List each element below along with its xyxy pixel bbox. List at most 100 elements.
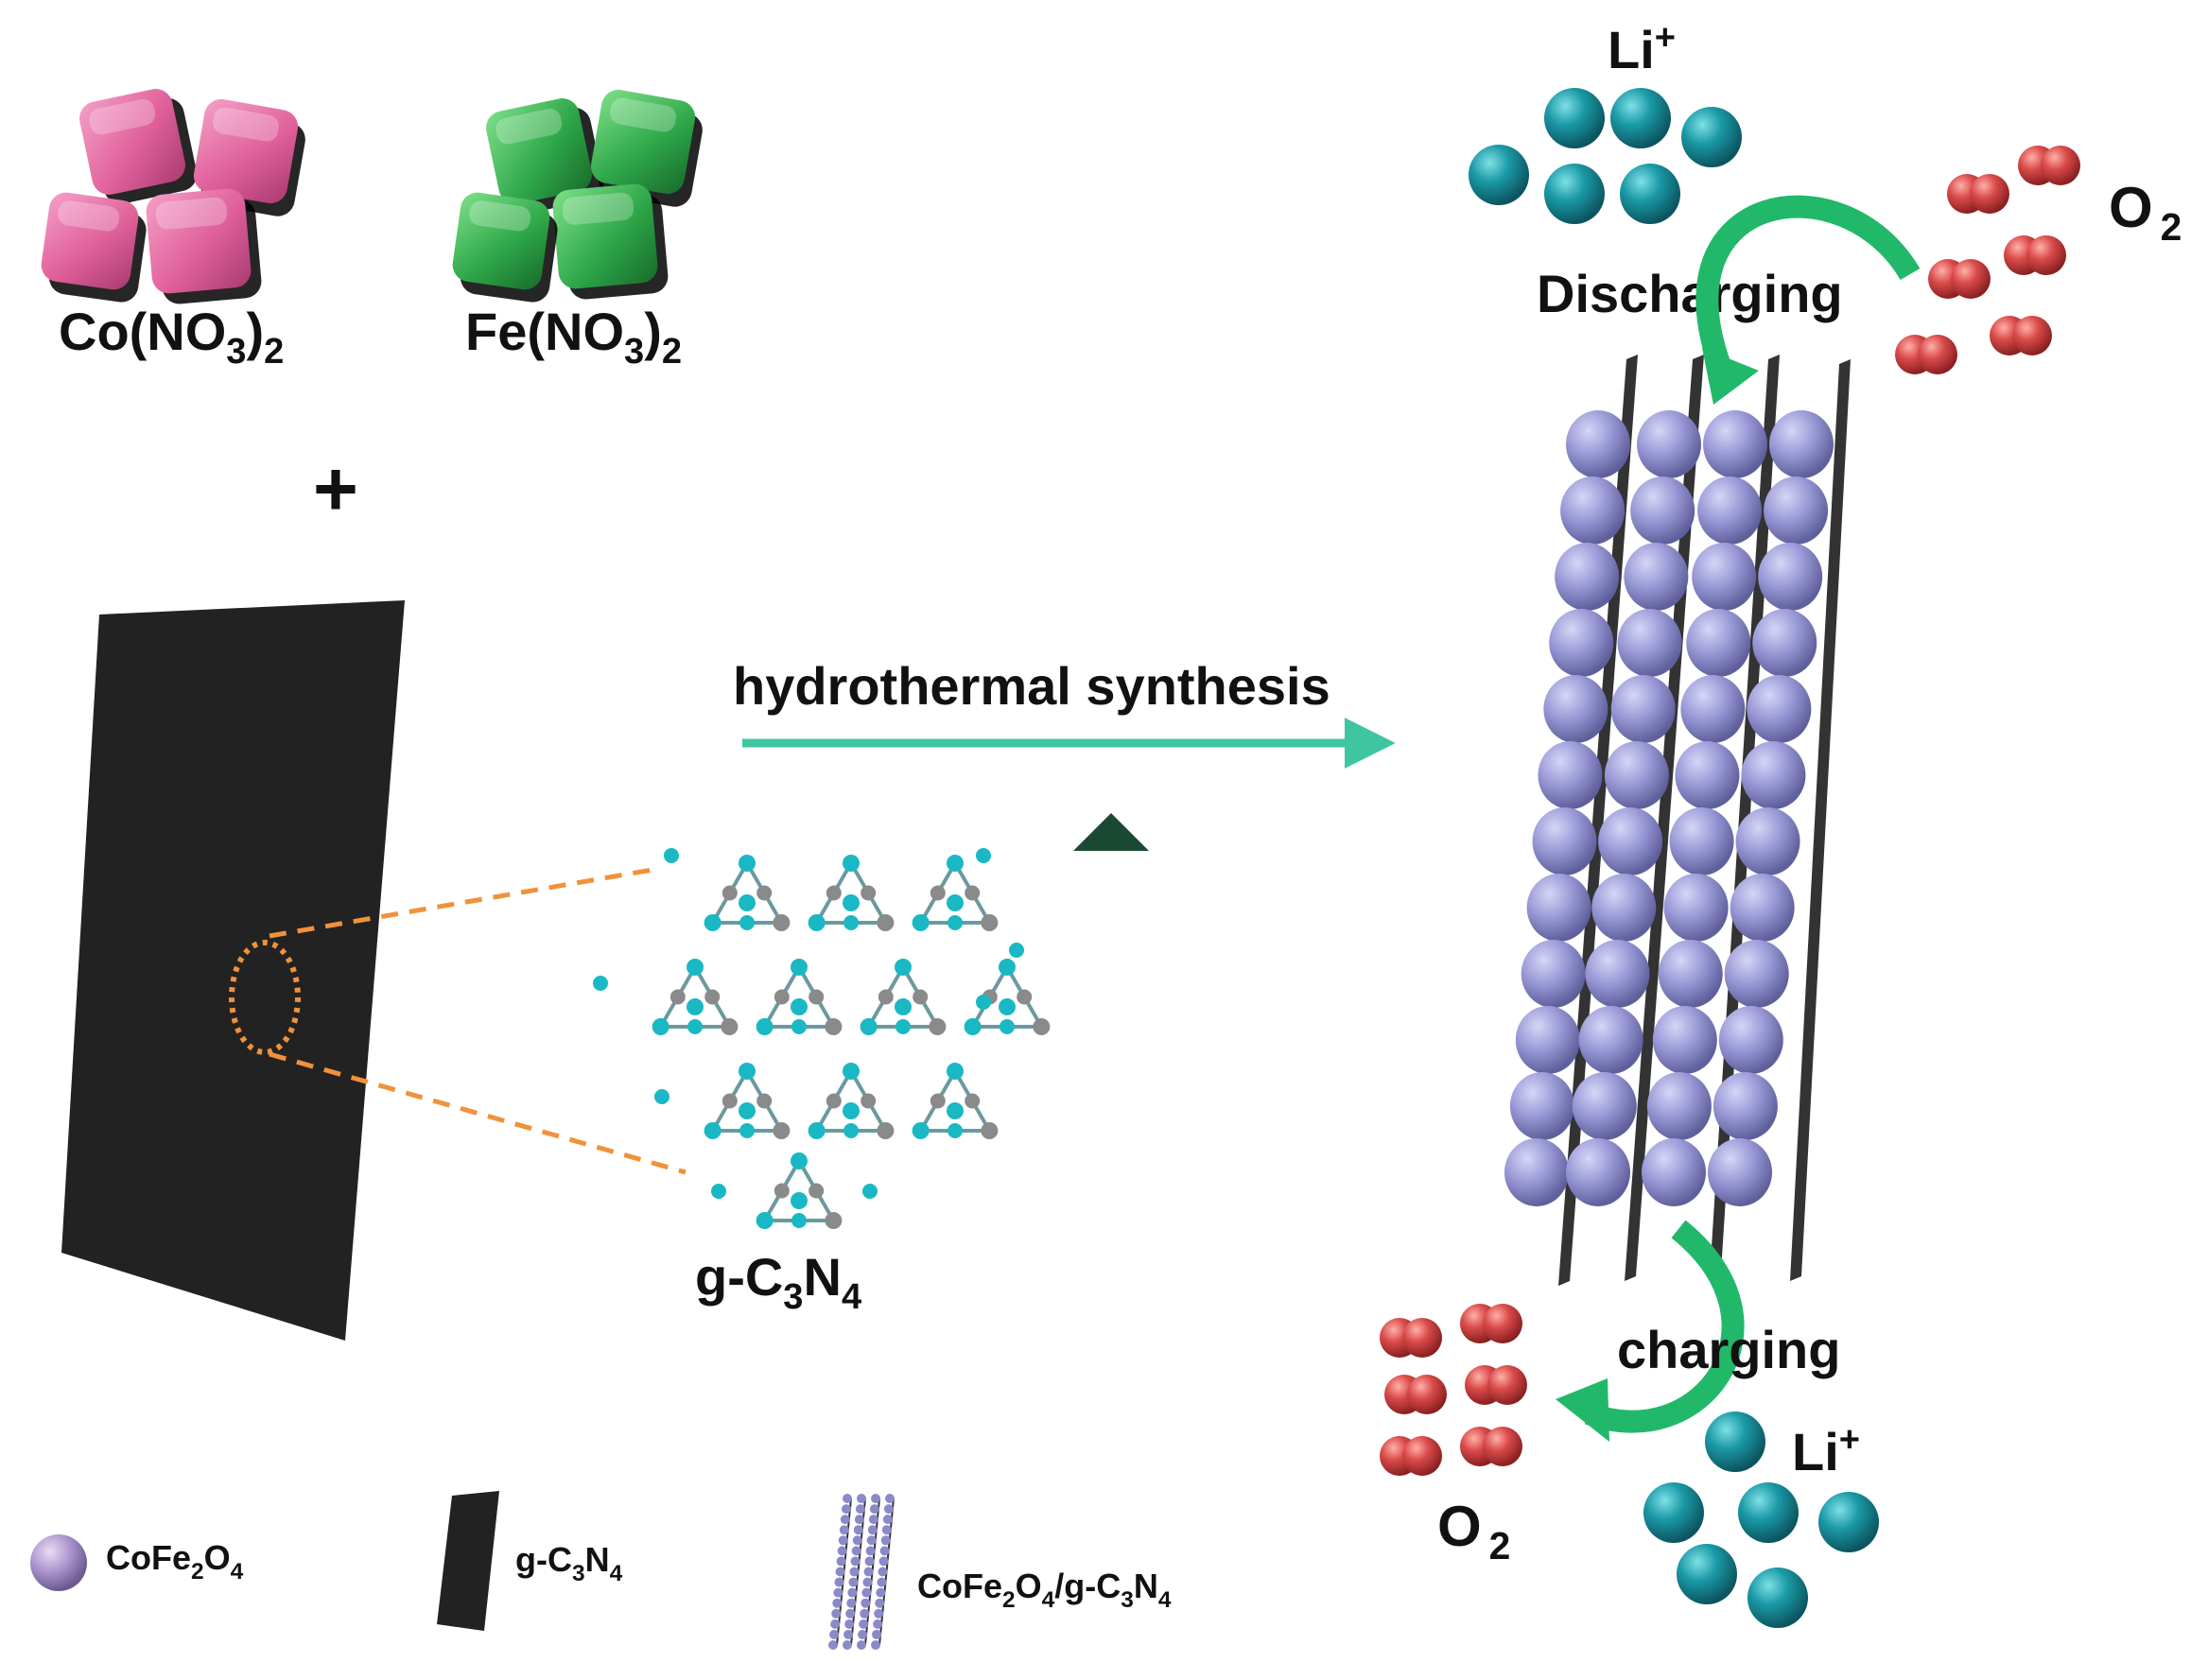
atom	[654, 1089, 669, 1104]
atom	[669, 989, 686, 1005]
atom	[739, 855, 756, 872]
legend-sphere	[849, 1567, 860, 1577]
co-cube	[41, 192, 147, 303]
legend-sphere	[835, 1567, 845, 1577]
legend-sphere	[871, 1494, 880, 1503]
li-ion	[1738, 1482, 1799, 1543]
cofe2o4-sphere	[1543, 675, 1608, 743]
legend-sphere	[851, 1546, 861, 1556]
plus-sign: +	[313, 446, 358, 532]
legend-sphere	[860, 1608, 870, 1619]
oxygen-atom	[1407, 1375, 1447, 1414]
legend-sphere	[833, 1587, 843, 1598]
o2-molecule	[1460, 1427, 1522, 1466]
legend-sphere	[868, 1515, 878, 1525]
cofe2o4-sphere	[1663, 874, 1729, 942]
cofe2o4-sphere	[1610, 675, 1676, 743]
atom	[930, 1093, 946, 1109]
legend-cofe2o4-sphere-icon	[30, 1534, 87, 1591]
atom	[947, 894, 964, 911]
atom	[774, 1183, 790, 1199]
o2-molecule	[1380, 1436, 1442, 1476]
cofe2o4-sphere	[1566, 1138, 1630, 1206]
li-ion	[1681, 107, 1742, 167]
fe-cube	[486, 98, 604, 214]
atom	[791, 1213, 807, 1228]
cofe2o4-sphere	[1526, 874, 1591, 942]
legend-sphere	[852, 1535, 862, 1546]
zoom-line-top	[269, 867, 653, 939]
legend-sphere	[865, 1546, 876, 1556]
cofe2o4-sphere	[1703, 410, 1767, 478]
atom	[947, 1063, 964, 1080]
atom	[664, 848, 679, 863]
li-ion	[1544, 88, 1605, 148]
cofe2o4-sphere	[1658, 940, 1723, 1008]
synthesis-label: hydrothermal synthesis	[733, 656, 1330, 716]
oxygen-atom	[1918, 335, 1957, 374]
cofe2o4-sphere	[1549, 609, 1614, 677]
cofe2o4-sphere	[1652, 1006, 1717, 1074]
gcn-sheet-strip	[1790, 359, 1851, 1281]
legend-sphere	[874, 1608, 884, 1619]
oxygen-atom	[1951, 259, 1991, 299]
atom	[964, 1018, 982, 1035]
atom	[976, 995, 991, 1010]
atom	[947, 1102, 964, 1119]
o2-molecule	[2018, 146, 2080, 185]
atom	[1033, 1018, 1051, 1035]
cofe2o4-sphere	[1521, 940, 1586, 1008]
cofe2o4-sphere	[1566, 410, 1630, 478]
cofe2o4-sphere	[1708, 1138, 1772, 1206]
o2-molecule	[1947, 174, 2009, 214]
atom	[912, 1122, 930, 1139]
atom	[774, 989, 790, 1005]
charging-arrow	[1584, 1220, 1745, 1433]
cofe2o4-sphere	[1598, 807, 1663, 875]
fe-nitrate-cubes-icon	[452, 89, 703, 303]
cofe2o4-sphere	[1713, 1072, 1778, 1140]
li-ion	[1818, 1492, 1879, 1552]
cofe2o4-sphere	[1578, 1006, 1643, 1074]
cofe2o4-sphere	[1747, 675, 1812, 743]
atom	[965, 1093, 981, 1109]
atom	[711, 1184, 726, 1199]
legend-sphere	[850, 1556, 861, 1567]
legend-sphere	[844, 1619, 855, 1629]
atom	[948, 915, 963, 930]
legend-sphere	[838, 1535, 848, 1546]
o2-molecule	[2004, 235, 2066, 275]
atom	[861, 885, 877, 901]
atom	[976, 848, 991, 863]
li-ion	[1610, 88, 1671, 148]
atom	[948, 1123, 963, 1138]
atom	[739, 1102, 756, 1119]
cofe2o4-sphere	[1724, 940, 1789, 1008]
legend-sphere	[879, 1546, 890, 1556]
atom	[999, 998, 1016, 1015]
legend-sphere	[832, 1598, 843, 1608]
legend-sphere	[883, 1504, 894, 1515]
atom	[652, 1018, 669, 1035]
legend-sphere	[846, 1598, 857, 1608]
cofe2o4-sphere	[1735, 807, 1800, 875]
legend-sphere	[843, 1640, 852, 1650]
discharging-arrow	[1695, 195, 1921, 373]
atom	[929, 1018, 947, 1035]
cofe2o4-sphere	[1515, 1006, 1580, 1074]
cofe2o4-sphere	[1764, 476, 1829, 545]
o2-molecule	[1990, 316, 2052, 355]
legend-sphere	[867, 1525, 878, 1535]
legend-sphere	[863, 1567, 874, 1577]
atom	[791, 1152, 808, 1169]
gcn-sheet-strip	[1558, 355, 1638, 1286]
o2-molecules-bottom	[1380, 1304, 1527, 1476]
atom	[981, 1122, 999, 1139]
li-ion	[1643, 1482, 1704, 1543]
legend-sphere	[855, 1504, 865, 1515]
o2-molecule	[1380, 1318, 1442, 1358]
co-nitrate-label: Co(NO3)2	[59, 302, 284, 372]
legend-sphere	[857, 1494, 866, 1503]
legend-sphere	[841, 1504, 851, 1515]
